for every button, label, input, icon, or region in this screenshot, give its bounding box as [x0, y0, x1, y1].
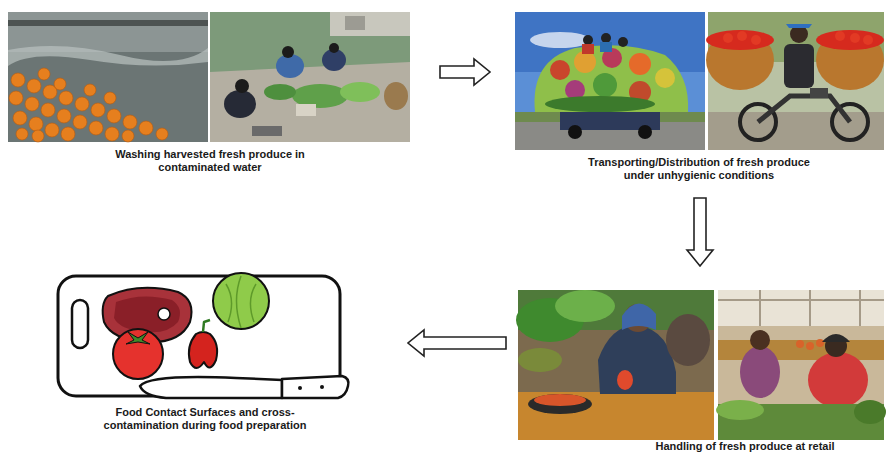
stage-caption: Washing harvested fresh produce in conta…	[110, 148, 310, 174]
market-hall-photo	[716, 290, 886, 440]
stage-group: Food Contact Surfaces and cross-contamin…	[40, 268, 370, 434]
stage-caption: Handling of fresh produce at retail	[615, 440, 875, 453]
block-arrow	[687, 198, 713, 266]
stage-group: Transporting/Distribution of fresh produ…	[512, 10, 886, 184]
cutting-board-illustration	[58, 273, 348, 398]
stage-group: Washing harvested fresh produce in conta…	[8, 10, 412, 176]
stage-caption: Transporting/Distribution of fresh produ…	[588, 156, 810, 182]
river-washing-photo	[210, 12, 410, 142]
produce-truck-photo	[515, 12, 705, 150]
stage-group: Handling of fresh produce at retail	[516, 288, 886, 455]
market-vendor-photo	[516, 290, 714, 440]
block-arrow	[408, 330, 506, 356]
block-arrow	[440, 59, 490, 85]
washing-oranges-photo	[8, 12, 208, 142]
stage-caption: Food Contact Surfaces and cross-contamin…	[85, 406, 325, 432]
motorbike-photo	[706, 12, 884, 150]
